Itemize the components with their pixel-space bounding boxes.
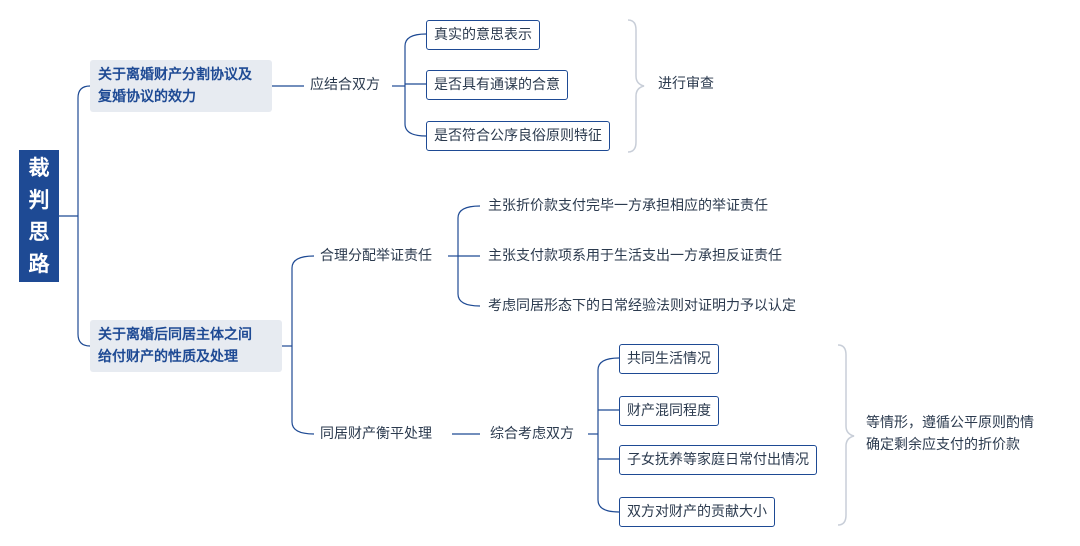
connector-root-branch-1: [77, 85, 91, 347]
root-char: 裁: [28, 156, 50, 180]
s1-item: 主张支付款项系用于生活支出一方承担反证责任: [488, 248, 782, 264]
s2-label: 同居财产衡平处理: [320, 426, 432, 442]
s2-middle-label: 综合考虑双方: [490, 426, 574, 442]
s1-label: 合理分配举证责任: [320, 248, 432, 264]
s1-item: 主张折价款支付完毕一方承担相应的举证责任: [488, 198, 768, 214]
b1-item: 真实的意思表示: [426, 20, 540, 50]
root-char: 思: [28, 220, 50, 244]
connector-s2-fan: [597, 357, 620, 513]
s2-item: 子女抚养等家庭日常付出情况: [619, 445, 817, 475]
branch-label-line: 关于离婚后同居主体之间: [98, 327, 252, 343]
s2-item: 双方对财产的贡献大小: [619, 497, 775, 527]
b1-middle-label: 应结合双方: [310, 77, 380, 93]
branch-label-line: 关于离婚财产分割协议及: [98, 67, 252, 83]
connector-b2-fan: [291, 255, 315, 435]
root-char: 判: [28, 188, 50, 212]
b1-item: 是否具有通谋的合意: [426, 70, 568, 100]
b1-summary: 进行审查: [658, 76, 714, 92]
root-char: 路: [28, 252, 50, 276]
s2-item: 共同生活情况: [619, 344, 719, 374]
branch-label-line: 给付财产的性质及处理: [98, 349, 238, 365]
brace-b1: [627, 19, 645, 153]
branch-divorce-agreement: 关于离婚财产分割协议及 复婚协议的效力: [90, 60, 272, 112]
brace-s2: [837, 344, 855, 526]
s1-item: 考虑同居形态下的日常经验法则对证明力予以认定: [488, 298, 796, 314]
root-title: 裁 判 思 路: [19, 150, 59, 282]
s2-item: 财产混同程度: [619, 396, 719, 426]
s2-summary-line: 确定剩余应支付的折价款: [866, 437, 1020, 453]
s2-summary-line: 等情形，遵循公平原则酌情: [866, 415, 1034, 431]
s2-summary: 等情形，遵循公平原则酌情 确定剩余应支付的折价款: [866, 412, 1034, 456]
branch-cohabitation-property: 关于离婚后同居主体之间 给付财产的性质及处理: [90, 320, 282, 372]
connector-b1-fan: [404, 33, 427, 137]
b1-item: 是否符合公序良俗原则特征: [426, 121, 610, 151]
branch-label-line: 复婚协议的效力: [98, 89, 196, 105]
